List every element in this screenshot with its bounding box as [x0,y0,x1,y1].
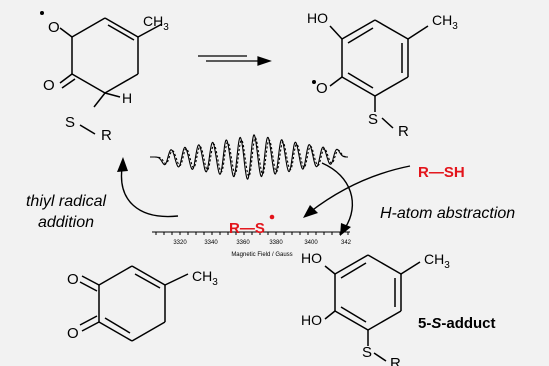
structure-5-s-adduct [324,254,421,362]
arrowhead-thiyl-addition [117,157,128,172]
sulfur-label-1: S [65,114,75,131]
h-abstraction-label: H-atom abstraction [380,205,515,222]
r-group-label-2: R [398,123,409,140]
sulfur-label-4: S [362,344,372,361]
quinone-oxygen-bottom: O [67,325,79,342]
tick-label-3400: 3400 [304,240,318,246]
hydroxyl-label-2: HO [307,10,328,26]
h-abstraction-curve [321,162,354,229]
tick-label-3320: 3320 [173,240,187,246]
radical-oxygen-label: O [48,19,60,36]
hydroxyl-label-4a: HO [301,250,322,266]
tautomerization-arrow [198,55,272,66]
tick-label-342: 342 [341,240,352,246]
spectrum-xlabel: Magnetic Field / Gauss [231,252,292,258]
r-group-label-1: R [101,127,112,144]
methyl-label-2: CH3 [432,12,458,32]
spectrum-tick-marks [155,232,349,235]
sulfur-label-2: S [368,111,378,128]
arrowhead-thiol-entry [303,205,318,218]
methyl-label-3: CH3 [192,268,218,288]
hydroxyl-label-4b: HO [301,312,322,328]
carbonyl-oxygen-label: O [43,77,55,94]
structure-phenoxyl-radical [329,19,429,129]
tick-label-3340: 3340 [204,240,218,246]
structure-quinone [79,265,189,342]
adduct-label: 5-S-adduct [418,315,496,332]
epr-experimental-trace [150,137,348,177]
arrow-heads [117,157,351,236]
arrowhead-h-abstraction [340,223,351,236]
methyl-label-4: CH3 [424,251,450,271]
epr-simulated-trace [150,134,348,180]
radical-dot-2 [312,80,316,84]
thiol-entry-curve [309,165,411,213]
thiyl-addition-curve [120,167,179,218]
epr-spectrum: 3320 3340 3360 3380 3400 342 Magnetic Fi… [150,134,352,258]
tick-label-3380: 3380 [269,240,283,246]
tick-label-3360: 3360 [236,240,250,246]
thiyl-radical-dot [269,214,275,220]
thiol-reagent: R—SH [418,164,465,181]
thiyl-radical-reagent: R—S [229,220,265,237]
radical-dot-1 [40,11,44,15]
structure-radical-intermediate [59,17,163,135]
quinone-oxygen-top: O [67,271,79,288]
cycle-arrows [120,162,411,229]
methyl-label-1: CH3 [143,13,169,33]
thiyl-addition-label-line2: addition [38,214,94,231]
hydrogen-label: H [122,90,132,106]
thiyl-addition-label-line1: thiyl radical [26,193,106,210]
phenoxyl-oxygen-label: O [316,80,328,97]
r-group-label-4: R [390,355,401,366]
